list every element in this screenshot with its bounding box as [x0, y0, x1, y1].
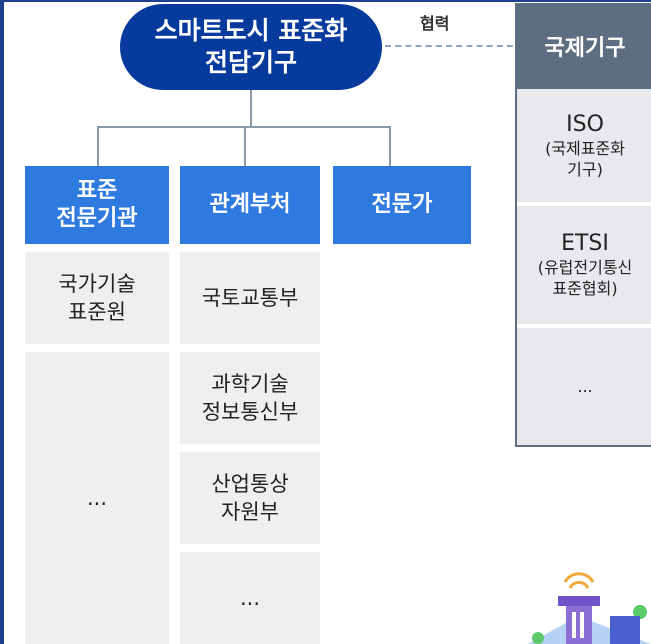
experts-header: 전문가 — [333, 166, 471, 244]
ministry-item-line1: 과학기술 — [211, 372, 289, 396]
frame-left-border — [0, 0, 4, 644]
central-agency-node: 스마트도시 표준화 전담기구 — [120, 4, 382, 90]
intl-org-more: ... — [517, 328, 651, 445]
ministry-item-label: 국토교통부 — [201, 286, 299, 310]
central-agency-line1: 스마트도시 표준화 — [154, 16, 348, 45]
standards-org-header-line1: 표준 — [76, 178, 118, 203]
ministry-more-text: ... — [239, 586, 261, 610]
frame-top-border — [0, 0, 651, 2]
experts-header-label: 전문가 — [371, 192, 433, 217]
standards-org-item-line1: 국가기술 — [58, 272, 136, 296]
cooperation-dashed-line — [385, 45, 513, 47]
ministry-item-line1: 산업통상 — [211, 472, 289, 496]
connector-trunk — [250, 90, 252, 128]
intl-org-desc-line1: (유럽전기통신 — [537, 258, 633, 277]
standards-org-header-line2: 전문기관 — [56, 206, 138, 231]
ministry-item: 산업통상 자원부 — [180, 452, 320, 544]
ministry-item-line2: 정보통신부 — [201, 400, 299, 424]
intl-org-name: ETSI — [561, 231, 609, 256]
ministry-item-line2: 자원부 — [221, 500, 279, 524]
ministries-header-label: 관계부처 — [209, 192, 291, 217]
intl-org-iso: ISO (국제표준화 기구) — [517, 89, 651, 202]
cooperation-label: 협력 — [420, 14, 450, 33]
intl-org-more-text: ... — [577, 377, 593, 396]
ministries-header: 관계부처 — [180, 166, 320, 244]
connector-ministries — [244, 126, 246, 166]
ministry-item: 과학기술 정보통신부 — [180, 352, 320, 444]
connector-standards — [97, 126, 99, 166]
standards-org-item: 국가기술 표준원 — [25, 252, 169, 344]
standards-org-more-text: ... — [86, 486, 108, 510]
intl-separator — [517, 324, 651, 328]
ministry-more: ... — [180, 552, 320, 644]
smart-city-illustration — [528, 572, 651, 644]
central-agency-line2: 전담기구 — [204, 48, 297, 77]
intl-separator — [517, 202, 651, 206]
standards-org-item-line2: 표준원 — [68, 300, 126, 324]
standards-org-more: ... — [25, 352, 169, 644]
ministry-item: 국토교통부 — [180, 252, 320, 344]
intl-org-etsi: ETSI (유럽전기통신 표준협회) — [517, 206, 651, 324]
standards-org-header: 표준 전문기관 — [25, 166, 169, 244]
intl-org-desc-line2: 기구) — [567, 159, 603, 179]
international-orgs-header: 국제기구 — [515, 3, 651, 89]
connector-experts — [389, 126, 391, 166]
intl-org-name: ISO — [566, 111, 604, 137]
intl-org-desc-line1: (국제표준화 — [545, 138, 625, 158]
intl-org-desc-line2: 표준협회) — [552, 279, 618, 298]
